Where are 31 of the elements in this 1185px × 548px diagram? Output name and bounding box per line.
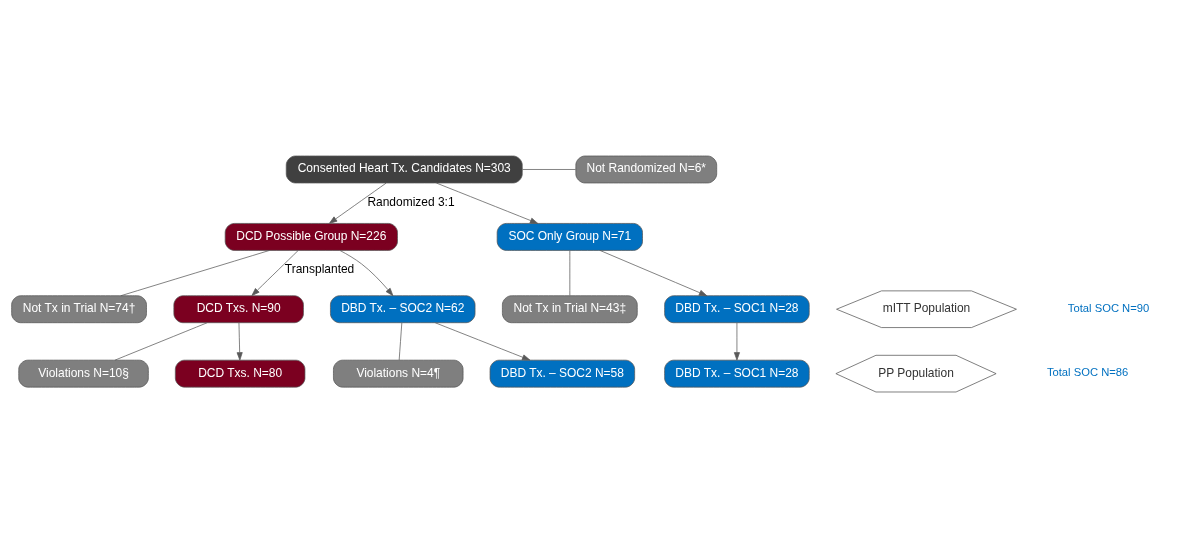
node-box: DBD Tx. – SOC2 N=58 bbox=[489, 359, 636, 388]
arrow bbox=[236, 322, 243, 361]
node-box: Not Tx in Trial N=74† bbox=[11, 295, 147, 324]
arrow bbox=[434, 322, 531, 361]
arrow bbox=[251, 250, 299, 296]
node-box: Not Tx in Trial N=43‡ bbox=[502, 295, 638, 324]
node-box: DCD Possible Group N=226 bbox=[224, 223, 398, 251]
node-box: DCD Txs. N=80 bbox=[174, 359, 306, 388]
node-box: Consented Heart Tx. Candidates N=303 bbox=[285, 155, 523, 184]
label: Total SOC N=86 bbox=[1046, 366, 1129, 379]
node-box: DCD Txs. N=90 bbox=[173, 295, 304, 324]
arrow bbox=[599, 250, 708, 297]
node-box: DBD Tx. – SOC1 N=28 bbox=[664, 359, 810, 388]
node-box: DBD Tx. – SOC2 N=62 bbox=[330, 295, 476, 324]
connector bbox=[569, 250, 571, 296]
node-box: Violations N=4¶ bbox=[333, 359, 464, 388]
connector bbox=[522, 169, 576, 170]
node-box: Not Randomized N=6* bbox=[575, 155, 718, 184]
arrow bbox=[339, 250, 394, 296]
arrow bbox=[329, 182, 387, 224]
node-box: Violations N=10§ bbox=[18, 359, 149, 388]
arrow bbox=[733, 322, 740, 361]
connector bbox=[398, 322, 403, 361]
edge-label: Randomized 3:1 bbox=[367, 195, 455, 210]
arrow bbox=[436, 182, 539, 224]
connector bbox=[114, 322, 208, 361]
node-box: SOC Only Group N=71 bbox=[496, 223, 643, 251]
edge-label: Transplanted bbox=[284, 262, 355, 277]
label: Total SOC N=90 bbox=[1067, 301, 1150, 314]
connector bbox=[120, 250, 270, 297]
node-box: DBD Tx. – SOC1 N=28 bbox=[664, 295, 810, 324]
